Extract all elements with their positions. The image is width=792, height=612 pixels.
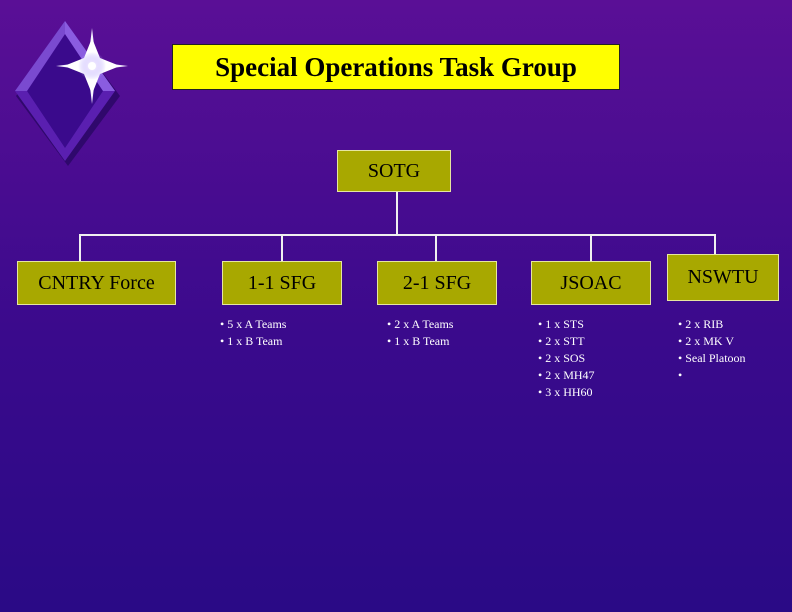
connector-horizontal [79,234,715,236]
connector-branch-2 [281,234,283,262]
connector-branch-1 [79,234,81,262]
list-item: • 2 x MH47 [538,368,595,382]
connector-root-vertical [396,192,398,235]
unit-node-2-1-sfg: 2-1 SFG [377,261,497,305]
connector-branch-4 [590,234,592,262]
diamond-star-logo-icon [15,21,128,166]
list-item: • 1 x STS [538,317,584,331]
list-item: • 2 x STT [538,334,585,348]
list-item: • 1 x B Team [220,334,283,348]
list-item: • 2 x SOS [538,351,586,365]
connector-branch-3 [435,234,437,262]
list-item: • [678,368,683,382]
unit-node-1-1-sfg: 1-1 SFG [222,261,342,305]
list-item: • 1 x B Team [387,334,450,348]
details-nswtu: • 2 x RIB • 2 x MK V • Seal Platoon • [678,316,746,384]
page-title: Special Operations Task Group [172,44,620,90]
unit-node-nswtu: NSWTU [667,254,779,301]
unit-node-jsoac: JSOAC [531,261,651,305]
list-item: • Seal Platoon [678,351,746,365]
list-item: • 2 x MK V [678,334,734,348]
details-2-1-sfg: • 2 x A Teams • 1 x B Team [387,316,453,350]
list-item: • 5 x A Teams [220,317,287,331]
details-1-1-sfg: • 5 x A Teams • 1 x B Team [220,316,286,350]
list-item: • 3 x HH60 [538,385,593,399]
root-node-sotg: SOTG [337,150,451,192]
list-item: • 2 x A Teams [387,317,454,331]
list-item: • 2 x RIB [678,317,724,331]
unit-node-cntry-force: CNTRY Force [17,261,176,305]
connector-branch-5 [714,234,716,262]
details-jsoac: • 1 x STS • 2 x STT • 2 x SOS • 2 x MH47… [538,316,595,401]
